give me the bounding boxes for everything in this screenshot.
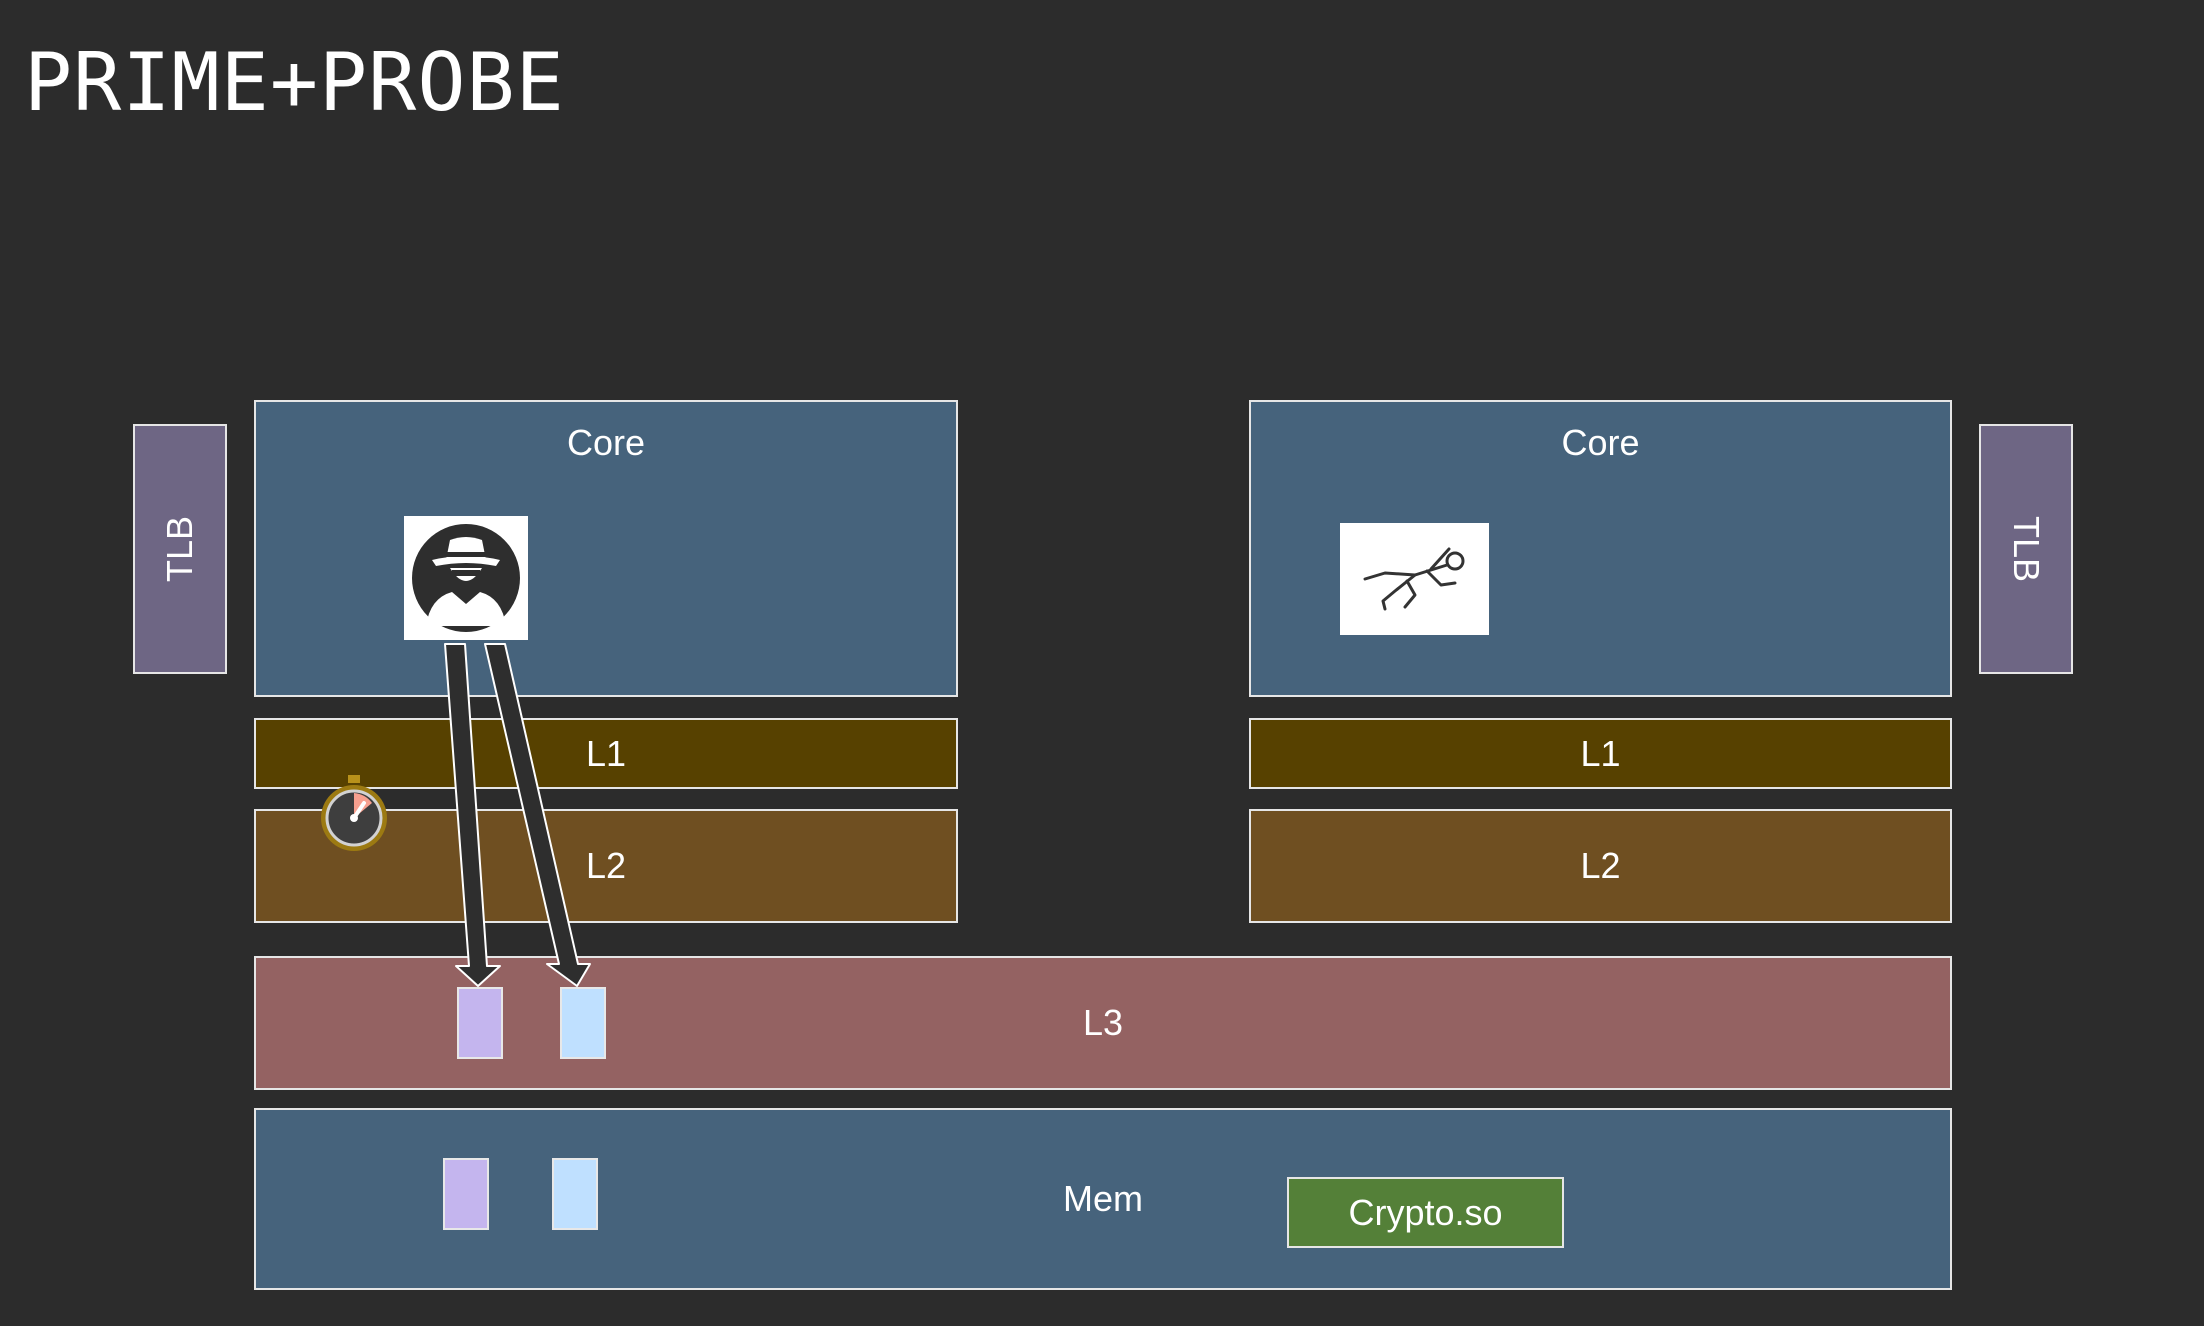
- mem-line-purple: [443, 1158, 489, 1230]
- l1-left-label: L1: [585, 732, 627, 774]
- l1-right: L1: [1249, 718, 1952, 789]
- slide-title: PRIME+PROBE: [24, 36, 565, 129]
- l3-cache: L3: [254, 956, 1952, 1090]
- l2-right: L2: [1249, 809, 1952, 923]
- core-left: Core: [254, 400, 958, 697]
- tlb-right: TLB: [1979, 424, 2073, 674]
- l2-right-label: L2: [1580, 845, 1621, 886]
- spy-icon: [404, 516, 528, 640]
- tlb-left: TLB: [133, 424, 227, 674]
- victim-outline-icon: [1340, 523, 1489, 635]
- core-right-label: Core: [1561, 422, 1640, 463]
- probe-arrow-purple: [444, 643, 501, 987]
- core-left-label: Core: [566, 422, 646, 463]
- crypto-library: Crypto.so: [1287, 1177, 1564, 1248]
- l1-left: L1: [254, 718, 958, 789]
- memory: Mem: [254, 1108, 1952, 1290]
- l2-left: L2: [254, 809, 958, 923]
- l3-cacheline-blue: [560, 987, 606, 1059]
- stopwatch-icon: [316, 773, 392, 853]
- l3-label: L3: [1082, 1002, 1124, 1043]
- l1-right-label: L1: [1580, 732, 1621, 774]
- l3-cacheline-purple: [457, 987, 503, 1059]
- probe-arrow-blue: [484, 643, 591, 987]
- mem-line-blue: [552, 1158, 598, 1230]
- mem-label: Mem: [1063, 1178, 1143, 1219]
- l2-left-label: L2: [585, 845, 627, 886]
- crypto-label: Crypto.so: [1348, 1191, 1503, 1233]
